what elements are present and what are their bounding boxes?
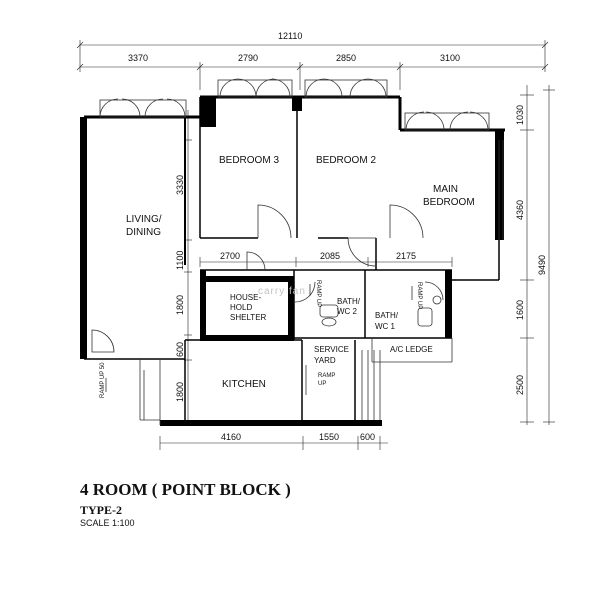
kitchen-label: KITCHEN: [222, 379, 266, 390]
plan-title: 4 ROOM ( POINT BLOCK ): [80, 480, 291, 499]
left-dim-2: 1100: [175, 251, 185, 270]
overall-width-label: 12110: [278, 31, 302, 41]
mid-dim-2: 2085: [320, 251, 340, 261]
ramp-up-label-shelter: RAMP UP: [315, 280, 321, 307]
bottom-dim-1: 4160: [221, 432, 241, 442]
bottom-dim-2: 1550: [319, 432, 339, 442]
plan-subtitle: TYPE-2: [80, 503, 122, 517]
right-dim-4: 2500: [515, 375, 525, 395]
bath-1-label-2: WC 1: [375, 322, 396, 331]
plan-scale: SCALE 1:100: [80, 518, 135, 528]
left-dim-5: 1800: [175, 382, 185, 402]
service-yard-label-1: SERVICE: [314, 345, 349, 354]
overall-height-label: 9490: [537, 255, 547, 275]
bedroom-2-label: BEDROOM 2: [316, 155, 376, 166]
left-dim-3: 1800: [175, 295, 185, 315]
bedroom-3-label: BEDROOM 3: [219, 155, 279, 166]
mid-dim-3: 2175: [396, 251, 416, 261]
bath-2-label-1: BATH/: [337, 297, 361, 306]
right-dim-3: 1600: [515, 300, 525, 320]
watermark: carry fan: [258, 286, 306, 297]
doors: [91, 204, 444, 353]
service-yard-label-2: YARD: [314, 356, 336, 365]
top-dim-4: 3100: [440, 53, 460, 63]
main-bedroom-label-1: MAIN: [433, 184, 458, 195]
dimension-lines: [76, 40, 555, 450]
windows: [99, 78, 504, 240]
bath-2-label-2: WC 2: [337, 307, 358, 316]
top-dim-3: 2850: [336, 53, 356, 63]
ac-ledge-label: A/C LEDGE: [390, 345, 433, 354]
main-bedroom-label-2: BEDROOM: [423, 197, 475, 208]
living-label-1: LIVING/: [126, 214, 162, 225]
walls: [80, 95, 505, 426]
shelter-label-3: SHELTER: [230, 313, 267, 322]
ramp-up-50-label: RAMP UP 50: [100, 362, 106, 398]
shelter-label-1: HOUSE-: [230, 293, 261, 302]
fixtures: [105, 284, 442, 395]
up-label-yard: UP: [318, 381, 326, 387]
left-dim-4: 600: [175, 342, 185, 357]
shelter-label-2: HOLD: [230, 303, 252, 312]
ramp-label-yard: RAMP: [318, 373, 335, 379]
mid-dim-1: 2700: [220, 251, 240, 261]
right-dim-1: 1030: [515, 105, 525, 125]
right-dim-2: 4360: [515, 200, 525, 220]
living-label-2: DINING: [126, 227, 161, 238]
left-dim-1: 3330: [175, 175, 185, 195]
ramp-up-label-bath: RAMP UP: [416, 282, 422, 309]
top-dim-1: 3370: [128, 53, 148, 63]
bath-1-label-1: BATH/: [375, 311, 399, 320]
top-dim-2: 2790: [238, 53, 258, 63]
bottom-dim-3: 600: [360, 432, 375, 442]
